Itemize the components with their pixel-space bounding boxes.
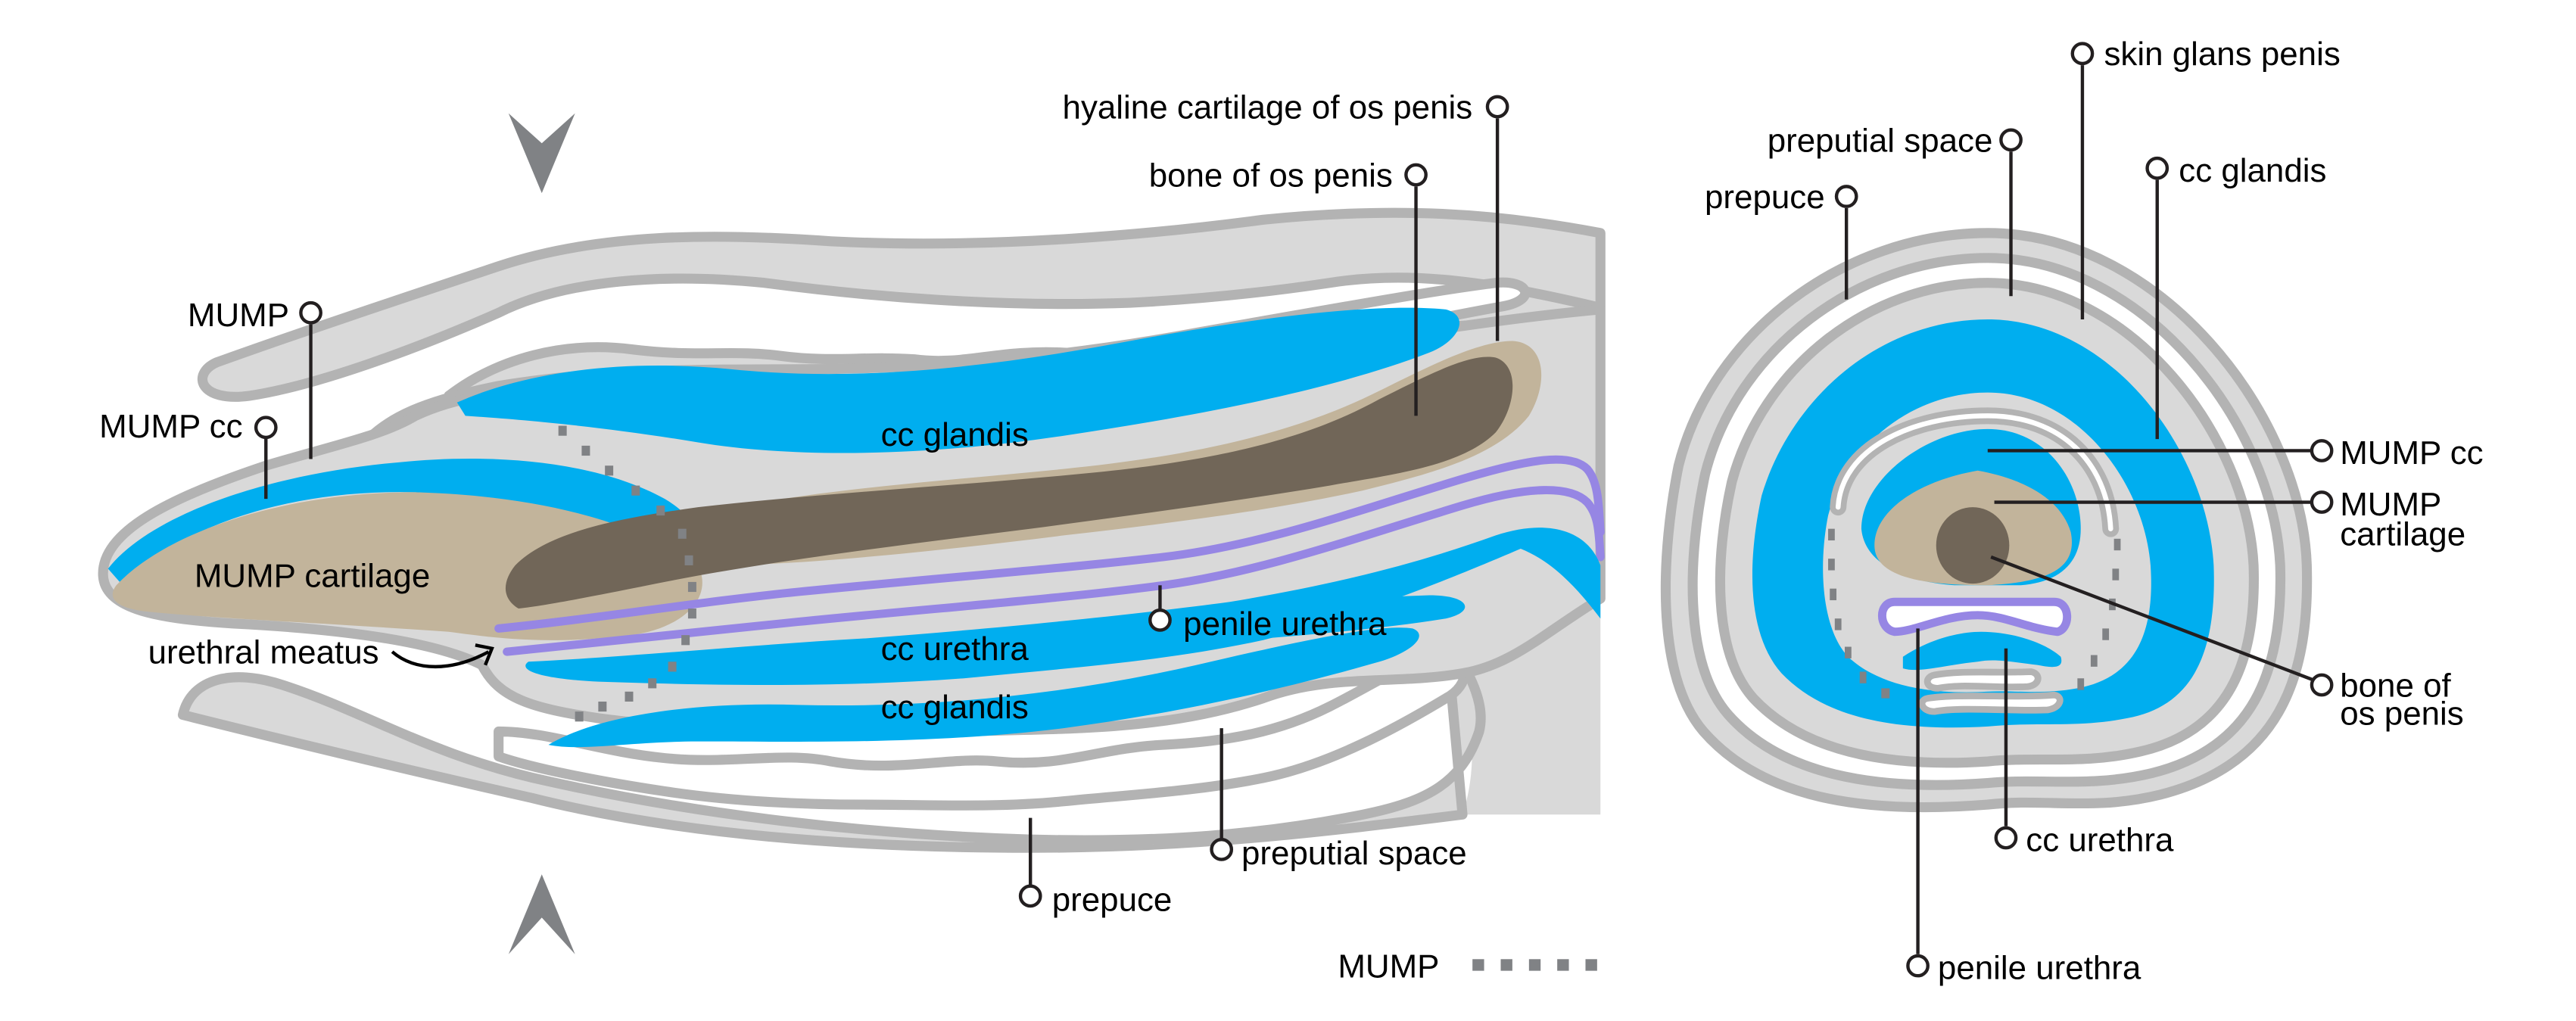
pin-cross-skin <box>2070 42 2095 66</box>
label-cross-cc-urethra: cc urethra <box>2026 822 2174 859</box>
label-cc-glandis-top: cc glandis <box>881 416 1029 453</box>
label-cross-penile-urethra: penile urethra <box>1938 950 2141 987</box>
mump-dotted-line-cross <box>1828 528 2121 699</box>
urethral-meatus-arrowhead-icon <box>475 643 494 666</box>
urethral-meatus-arrow-icon <box>391 650 490 669</box>
label-cross-mump-cartilage-2: cartilage <box>2340 516 2465 553</box>
penile-urethra-upper <box>494 455 1605 633</box>
cross-fold-1 <box>1923 668 2042 692</box>
pin-mump-cc <box>254 416 278 440</box>
mump-cc <box>107 459 705 582</box>
cross-cc-urethra <box>1902 631 2062 671</box>
pin-cross-bone <box>2310 673 2334 697</box>
pin-hyaline <box>1485 95 1509 119</box>
cross-section: skin glans penis preputial space prepuce… <box>1660 36 2484 987</box>
label-cross-mump-cartilage-1: MUMP <box>2340 486 2441 523</box>
pin-preputial-space <box>1210 838 1234 861</box>
label-mump: MUMP <box>188 297 289 334</box>
label-hyaline-cartilage: hyaline cartilage of os penis <box>1063 89 1473 126</box>
cross-bone-os-penis <box>1936 507 2010 584</box>
section-arrow-down-icon <box>508 113 575 194</box>
pin-cross-mump-cartilage <box>2310 490 2334 514</box>
label-cc-glandis-bottom: cc glandis <box>881 689 1029 726</box>
mump-cartilage <box>112 492 702 640</box>
label-cross-bone-1: bone of <box>2340 667 2451 704</box>
cross-fold-2 <box>1918 691 2064 715</box>
legend-mump-dotted-line-icon <box>1472 959 1597 971</box>
label-cross-cc-glandis: cc glandis <box>2179 152 2326 189</box>
pin-cross-mump-cc <box>2310 439 2334 462</box>
pin-cross-cc-glandis <box>2145 156 2170 180</box>
label-urethral-meatus: urethral meatus <box>148 633 379 671</box>
mump-dotted-line-longitudinal <box>558 425 696 722</box>
prepuce-lower <box>177 627 1486 853</box>
label-cross-bone-2: os penis <box>2340 696 2463 733</box>
penile-urethra-lower <box>503 486 1605 656</box>
pin-prepuce <box>1018 884 1042 908</box>
label-mump-cartilage: MUMP cartilage <box>195 557 430 594</box>
label-preputial-space: preputial space <box>1241 835 1467 872</box>
cross-inner-fold-space <box>1835 413 2113 531</box>
pin-mump <box>299 300 322 325</box>
label-cross-skin-glans: skin glans penis <box>2104 36 2340 73</box>
prepuce-upper <box>197 207 1606 402</box>
label-cross-preputial-space: preputial space <box>1768 122 1993 159</box>
legend: MUMP <box>1338 948 1597 985</box>
label-mump-cc: MUMP cc <box>99 408 242 445</box>
label-cc-urethra: cc urethra <box>881 630 1029 668</box>
pin-bone <box>1404 163 1428 187</box>
label-cross-prepuce: prepuce <box>1705 179 1825 216</box>
label-cross-mump-cc: MUMP cc <box>2340 434 2483 472</box>
cc-glandis-top <box>456 307 1460 453</box>
section-arrow-up-icon <box>508 874 575 954</box>
pin-penile-urethra <box>1148 609 1172 632</box>
bone-of-os-penis <box>505 356 1513 609</box>
label-prepuce: prepuce <box>1052 882 1173 919</box>
label-bone-of-os-penis: bone of os penis <box>1149 157 1393 194</box>
cross-penile-urethra <box>1878 597 2072 637</box>
cc-urethra-lobe <box>1146 595 1466 646</box>
cc-glandis-bottom <box>548 627 1419 748</box>
pin-cross-preputial-space <box>1999 128 2023 152</box>
cc-urethra <box>525 528 1601 686</box>
pin-cross-prepuce <box>1834 185 1858 208</box>
pin-cross-penile-urethra <box>1906 954 1930 978</box>
longitudinal-section: hyaline cartilage of os penis bone of os… <box>98 89 1606 954</box>
label-penile-urethra: penile urethra <box>1183 605 1387 643</box>
pin-cross-cc-urethra <box>1994 826 2018 850</box>
leader-cross-bone <box>1990 555 2314 682</box>
legend-label-mump: MUMP <box>1338 948 1439 985</box>
